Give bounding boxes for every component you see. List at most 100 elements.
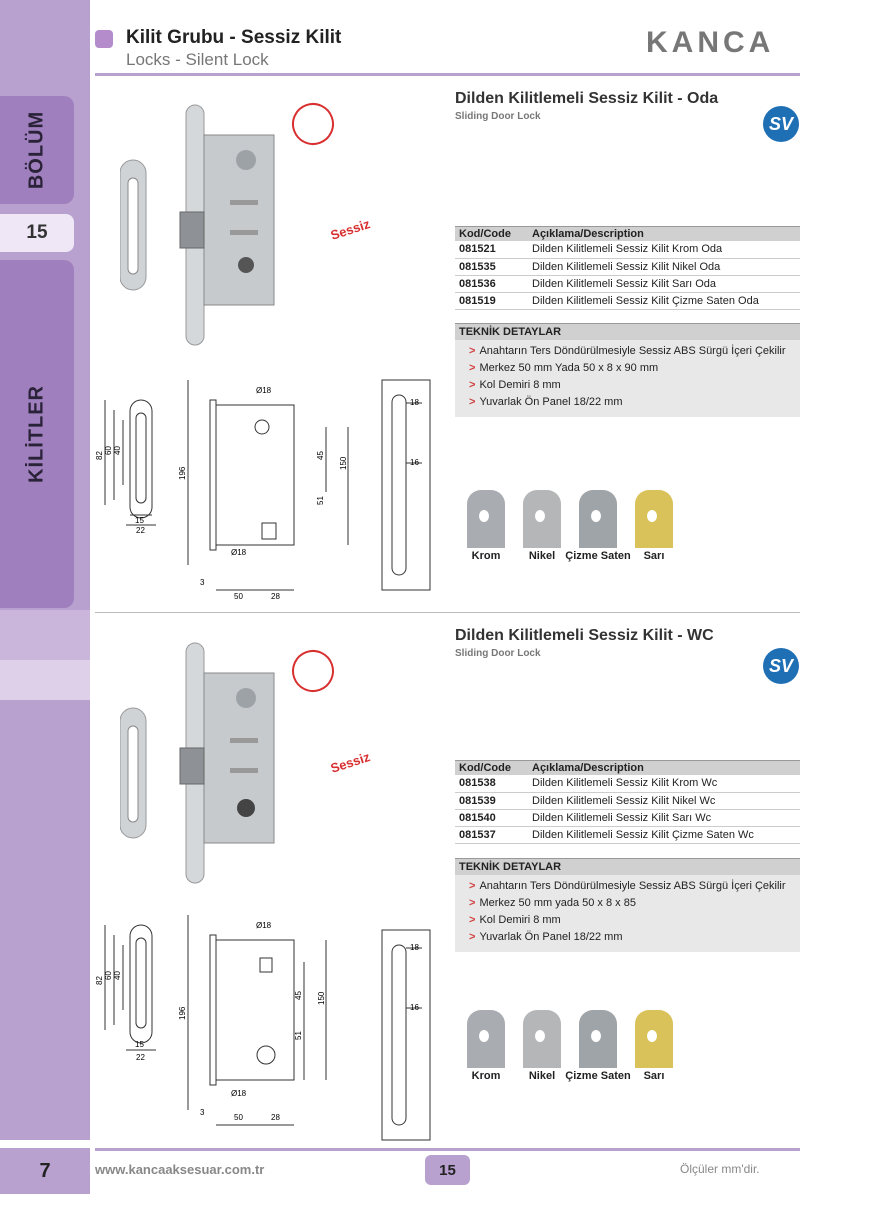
dim-label: 60 [104,446,113,455]
category-label: KİLİTLER [25,385,48,483]
product-subtitle: Sliding Door Lock [455,648,541,659]
dim-label: 51 [316,496,325,505]
sv-logo-icon: SV [763,648,799,684]
dim-label: 40 [113,446,122,455]
code-cell: 081535 [455,258,528,276]
website-link[interactable]: www.kancaaksesuar.com.tr [95,1162,265,1177]
dim-label: 18 [410,943,419,952]
tech-title: TEKNİK DETAYLAR [455,858,800,875]
dim-label: Ø18 [231,548,247,557]
finish-krom: Krom [458,1010,514,1082]
tech-item: >Yuvarlak Ön Panel 18/22 mm [469,396,623,408]
finish-saten: Çizme Saten [565,1010,631,1082]
footer-divider [95,1148,800,1151]
header-marker [95,30,113,48]
finish-saten: Çizme Saten [565,490,631,562]
finish-nikel: Nikel [514,490,570,562]
code-cell: 081536 [455,275,528,293]
tech-details: TEKNİK DETAYLAR >Anahtarın Ters Döndürül… [455,323,800,417]
dim-label: 60 [104,971,113,980]
finish-swatch [579,1010,617,1068]
finish-swatch [523,1010,561,1068]
finish-swatch [523,490,561,548]
tech-item: >Merkez 50 mm yada 50 x 8 x 85 [469,897,636,909]
finish-swatches: Krom Nikel Çizme Saten Sarı [458,1010,682,1082]
page-number: 15 [425,1155,470,1185]
dim-label: 40 [113,971,122,980]
code-cell: 081521 [455,241,528,259]
technical-drawing-oda: 82 60 40 15 22 196 Ø18 Ø18 45 51 150 3 5… [90,375,440,610]
tech-item: >Merkez 50 mm Yada 50 x 8 x 90 mm [469,362,659,374]
code-cell: 081537 [455,826,528,844]
desc-cell: Dilden Kilitlemeli Sessiz Kilit Sarı Oda [528,275,800,293]
desc-header: Açıklama/Description [528,760,800,775]
dim-label: 22 [136,1053,145,1062]
dim-label: 15 [135,1040,144,1049]
tech-item: >Kol Demiri 8 mm [469,914,561,926]
dim-label: 82 [95,451,104,460]
product-title: Dilden Kilitlemeli Sessiz Kilit - WC [455,627,714,644]
finish-swatch [579,490,617,548]
section-tab: BÖLÜM [0,96,74,204]
dim-label: 150 [339,456,348,470]
code-header: Kod/Code [455,226,528,241]
code-cell: 081539 [455,792,528,810]
product-photo-wc [119,638,350,888]
dim-label: Ø18 [256,386,272,395]
desc-cell: Dilden Kilitlemeli Sessiz Kilit Çizme Sa… [528,292,800,310]
dim-label: 50 [234,1113,243,1122]
technical-drawing-wc: 82 60 40 15 22 196 Ø18 Ø18 45 51 150 3 5… [90,910,440,1145]
dim-label: Ø18 [231,1089,247,1098]
desc-cell: Dilden Kilitlemeli Sessiz Kilit Krom Wc [528,775,800,793]
sidebar-fade [0,610,90,660]
finish-krom: Krom [458,490,514,562]
finish-swatch [635,490,673,548]
finish-swatch [467,490,505,548]
finish-nikel: Nikel [514,1010,570,1082]
code-cell: 081519 [455,292,528,310]
tech-item: >Yuvarlak Ön Panel 18/22 mm [469,931,623,943]
tech-item: >Anahtarın Ters Döndürülmesiyle Sessiz A… [469,880,786,892]
dim-label: 3 [200,578,205,587]
units-note: Ölçüler mm'dir. [680,1162,760,1176]
code-cell: 081540 [455,809,528,827]
category-tab: KİLİTLER [0,260,74,608]
tech-item: >Kol Demiri 8 mm [469,379,561,391]
dim-label: 16 [410,458,419,467]
dim-label: 15 [135,516,144,525]
desc-cell: Dilden Kilitlemeli Sessiz Kilit Nikel Od… [528,258,800,276]
dim-label: 45 [294,991,303,1000]
footer-number: 7 [0,1148,90,1194]
code-header: Kod/Code [455,760,528,775]
dim-label: 50 [234,592,243,601]
finish-swatch [635,1010,673,1068]
sv-logo-icon: SV [763,106,799,142]
desc-cell: Dilden Kilitlemeli Sessiz Kilit Çizme Sa… [528,826,800,844]
dim-label: 16 [410,1003,419,1012]
dim-label: 28 [271,1113,280,1122]
dim-label: 150 [317,991,326,1005]
section-label: BÖLÜM [25,110,48,190]
dim-label: Ø18 [256,921,272,930]
dim-label: 196 [178,1006,187,1020]
product-title: Dilden Kilitlemeli Sessiz Kilit - Oda [455,90,719,107]
desc-cell: Dilden Kilitlemeli Sessiz Kilit Nikel Wc [528,792,800,810]
section-number: 15 [0,214,74,252]
finish-sari: Sarı [626,1010,682,1082]
tech-details: TEKNİK DETAYLAR >Anahtarın Ters Döndürül… [455,858,800,952]
page-subtitle: Locks - Silent Lock [126,50,269,69]
dim-label: 3 [200,1108,205,1117]
sidebar-fade-light [0,660,90,700]
dim-label: 196 [178,466,187,480]
code-cell: 081538 [455,775,528,793]
dim-label: 51 [294,1031,303,1040]
tech-title: TEKNİK DETAYLAR [455,323,800,340]
